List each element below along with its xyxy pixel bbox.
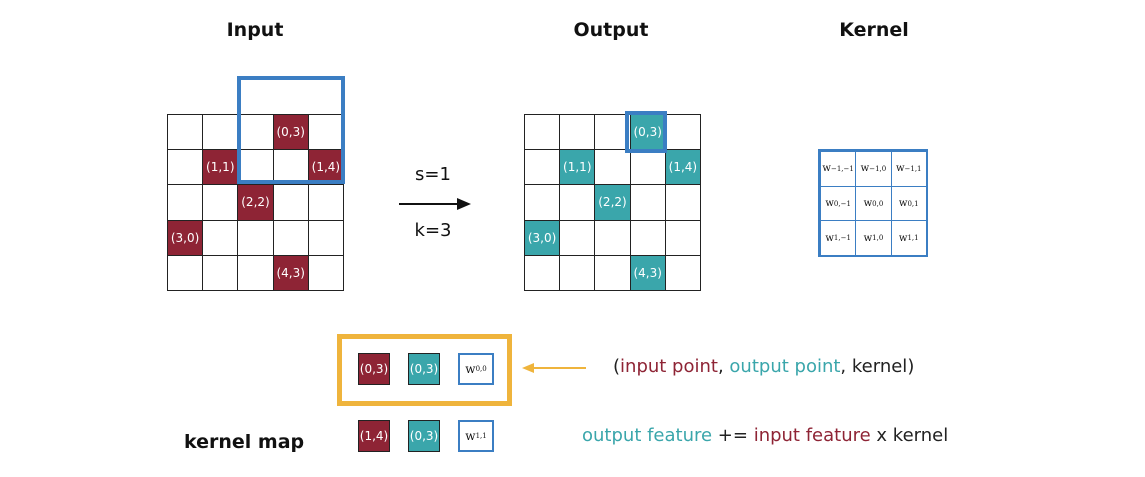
grid-cell [237, 254, 274, 291]
kernel-map-input-point: (1,4) [358, 420, 390, 452]
grid-cell [629, 149, 666, 186]
legend-output-point: output point [729, 356, 841, 377]
arrow-right-icon [399, 198, 471, 210]
kernel-weight-cell: w−1,−1 [820, 151, 857, 187]
grid-cell [167, 149, 204, 186]
grid-cell [524, 184, 561, 221]
grid-cell [594, 149, 631, 186]
kernel-weight-cell: w−1,1 [890, 151, 927, 187]
grid-cell [202, 219, 239, 256]
grid-cell [629, 184, 666, 221]
grid-cell [664, 114, 701, 151]
grid-cell [202, 114, 239, 151]
kernel-map-label: kernel map [184, 431, 305, 453]
grid-cell [307, 219, 344, 256]
formula-output-feature: output feature [582, 425, 713, 446]
active-point-cell: (1,1) [202, 149, 239, 186]
grid-cell [202, 184, 239, 221]
kernel-size-label: k=3 [414, 220, 452, 241]
grid-cell [524, 254, 561, 291]
grid-cell [524, 149, 561, 186]
active-point-cell: (1,1) [559, 149, 596, 186]
grid-cell [559, 254, 596, 291]
kernel-map-output-point: (0,3) [408, 353, 440, 385]
output-point-highlight [625, 111, 667, 153]
grid-cell [559, 219, 596, 256]
input-receptive-field-highlight [237, 76, 345, 184]
grid-cell [307, 254, 344, 291]
kernel-map-highlight-box [337, 334, 512, 406]
legend-comma: , [840, 356, 852, 377]
update-formula: output feature += input feature x kernel [582, 425, 948, 446]
grid-cell [594, 114, 631, 151]
formula-operator: += [712, 425, 754, 446]
active-point-cell: (4,3) [272, 254, 309, 291]
grid-cell [629, 219, 666, 256]
legend-input-point: input point [620, 356, 718, 377]
input-title: Input [226, 19, 284, 41]
grid-cell [559, 184, 596, 221]
stride-label: s=1 [415, 164, 451, 185]
grid-cell [272, 219, 309, 256]
active-point-cell: (1,4) [307, 149, 344, 186]
grid-cell [167, 114, 204, 151]
grid-cell [307, 184, 344, 221]
grid-cell [664, 254, 701, 291]
active-point-cell: (1,4) [664, 149, 701, 186]
active-point-cell: (3,0) [167, 219, 204, 256]
output-title: Output [573, 19, 649, 41]
input-grid: (0,3)(1,1)(1,4)(2,2)(3,0)(4,3) [167, 114, 344, 291]
output-grid: (0,3) (1,1) (1,4) (2,2) (3,0) (4,3) [524, 114, 701, 291]
kernel-map-output-point: (0,3) [408, 420, 440, 452]
grid-cell [272, 149, 309, 186]
grid-cell [594, 219, 631, 256]
active-point-cell: (3,0) [524, 219, 561, 256]
grid-cell [594, 254, 631, 291]
legend-kernel: kernel [851, 356, 908, 377]
grid-cell [237, 219, 274, 256]
grid-cell [202, 254, 239, 291]
formula-input-feature: input feature [753, 425, 871, 446]
grid-cell [664, 219, 701, 256]
active-point-cell: (2,2) [237, 184, 274, 221]
grid-cell [167, 184, 204, 221]
kernel-map-input-point: (0,3) [358, 353, 390, 385]
active-point-cell: (0,3) [629, 114, 666, 151]
tuple-legend: (input point, output point, kernel) [613, 356, 914, 377]
legend-close-paren: ) [907, 356, 915, 377]
kernel-title: Kernel [839, 19, 909, 41]
legend-open-paren: ( [613, 356, 621, 377]
active-point-cell: (4,3) [629, 254, 666, 291]
active-point-cell: (2,2) [594, 184, 631, 221]
grid-cell [664, 184, 701, 221]
grid-cell [559, 114, 596, 151]
arrow-left-icon [522, 363, 586, 373]
formula-rest: x kernel [870, 425, 949, 446]
kernel-weight-cell: w−1,0 [855, 151, 892, 187]
grid-cell [167, 254, 204, 291]
grid-cell [524, 114, 561, 151]
grid-cell [272, 184, 309, 221]
legend-comma: , [717, 356, 730, 377]
